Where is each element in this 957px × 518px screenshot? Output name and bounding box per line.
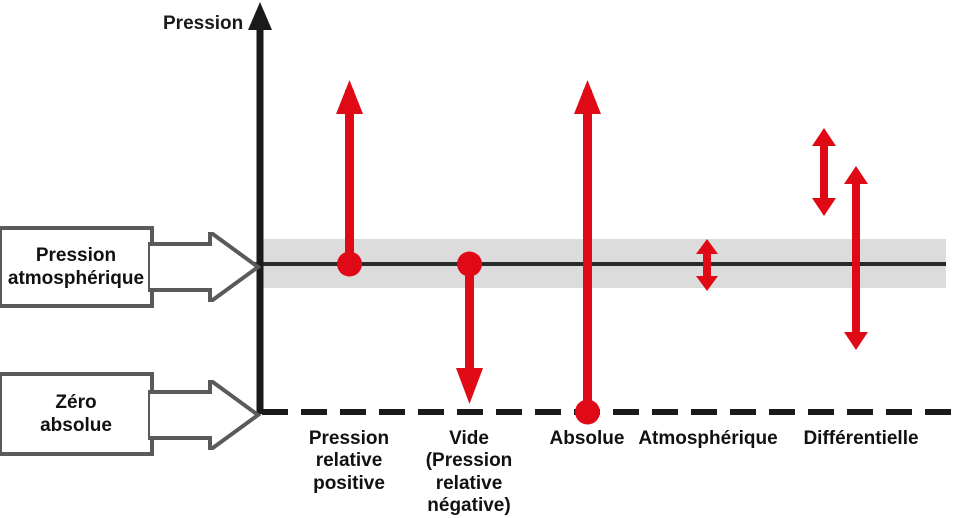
cat1-line1: (Pression <box>425 450 513 472</box>
cat0-line1: relative <box>315 450 383 472</box>
category-label-relative-positive: Pression relative positive <box>289 428 409 495</box>
absolute-zero-line <box>262 409 957 415</box>
callout-atm-line2: atmosphérique <box>7 268 145 289</box>
callout-atm-line1: Pression <box>35 244 117 266</box>
category-label-differentielle: Différentielle <box>786 428 936 450</box>
callout-pression-atmospherique: Pression atmosphérique <box>0 226 154 308</box>
arrow-absolue <box>574 80 601 425</box>
arrow-differentielle-b <box>844 166 868 350</box>
category-label-absolue: Absolue <box>534 428 640 450</box>
callout-atm-arrow-icon <box>148 232 262 302</box>
callout-zero-line2: absolue <box>40 415 112 436</box>
callout-zero-arrow-icon <box>148 380 262 450</box>
cat3-line0: Atmosphérique <box>638 428 778 449</box>
callout-zero-text: Zéro absolue <box>40 391 112 437</box>
category-label-atmospherique: Atmosphérique <box>630 428 786 450</box>
callout-zero-absolue: Zéro absolue <box>0 372 154 456</box>
arrow-differentielle-a <box>812 128 836 216</box>
pressure-axis <box>248 2 272 414</box>
cat0-line0: Pression <box>308 428 390 449</box>
cat1-line3: négative) <box>427 495 511 517</box>
atmospheric-pressure-line <box>253 262 946 266</box>
category-label-vide: Vide (Pression relative négative) <box>408 428 530 518</box>
cat2-line0: Absolue <box>549 428 625 449</box>
cat4-line0: Différentielle <box>803 428 919 449</box>
arrow-atmospherique <box>696 239 718 291</box>
callout-zero-line1: Zéro <box>55 391 97 413</box>
cat1-line2: relative <box>435 472 503 494</box>
cat1-line0: Vide <box>449 428 489 449</box>
page-title: Pression <box>163 13 244 34</box>
callout-atm-text: Pression atmosphérique <box>8 244 144 290</box>
arrow-pression-relative-positive <box>336 80 363 277</box>
cat0-line2: positive <box>313 472 385 494</box>
arrow-vide-pression-relative-negative <box>456 251 483 404</box>
